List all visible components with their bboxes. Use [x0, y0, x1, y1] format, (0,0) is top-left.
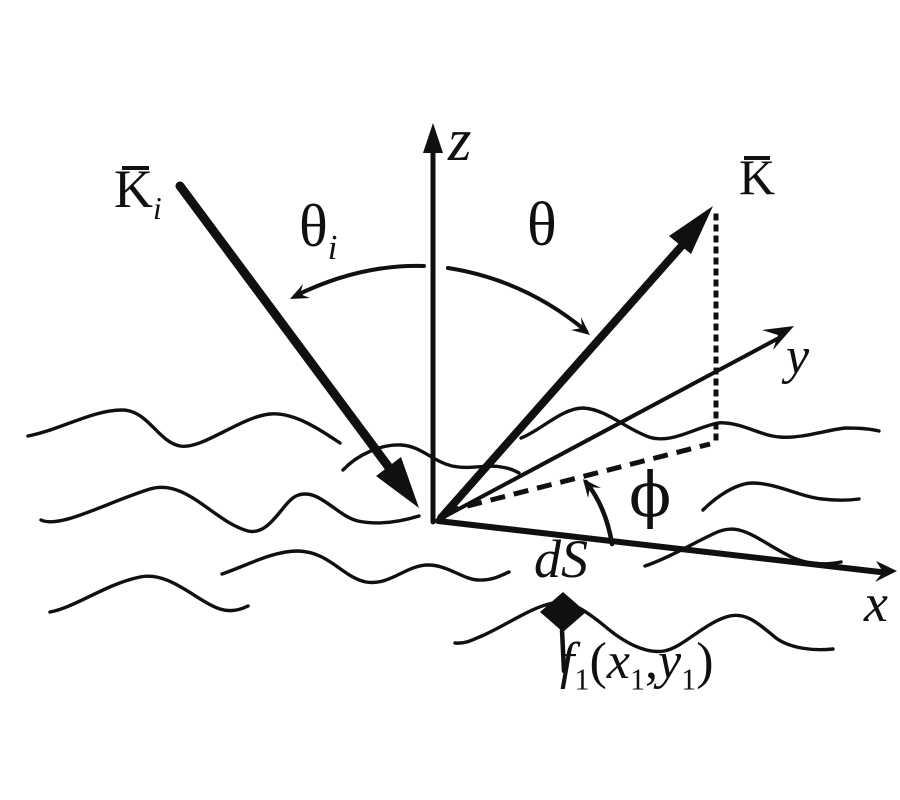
z-axis-arrowhead [423, 123, 443, 153]
surface-function-y: y [658, 633, 682, 690]
incidence-angle-subscript: i [327, 228, 338, 267]
surface-element-label: dS [534, 529, 588, 589]
vector-overbar [122, 166, 149, 170]
y-axis-arrowhead [762, 326, 794, 350]
incident-vector-symbol: K [114, 159, 153, 219]
xy-projection-dashed-line [443, 441, 711, 515]
incidence-angle-arc-arrowhead [290, 284, 310, 299]
incidence-angle-symbol: θ [299, 193, 328, 259]
azimuth-angle-label: ϕ [629, 458, 672, 531]
z-axis-label: z [448, 107, 472, 173]
scattering-angle-arc-arrowhead [571, 317, 590, 335]
incidence-angle-label: θi [299, 193, 337, 265]
scattered-vector-line [437, 237, 690, 522]
incident-vector-arrowhead [376, 457, 419, 508]
incident-vector-subscript: i [153, 190, 162, 226]
scattered-vector-symbol: K [739, 149, 776, 205]
incident-vector-label: Ki [114, 159, 162, 224]
x-axis-arrowhead [875, 561, 897, 582]
surface-wave-line [701, 481, 861, 512]
surface-wave-line [48, 574, 250, 614]
surface-function-x: x [606, 633, 630, 690]
surface-element-pointer-line [559, 627, 567, 674]
incidence-angle-arc [293, 263, 426, 298]
azimuth-angle-arc-arrowhead [583, 479, 601, 498]
surface-function-y-subscript: 1 [681, 662, 697, 697]
surface-wave-line [453, 600, 835, 654]
scattering-angle-arc [446, 266, 588, 333]
surface-wave-line [39, 485, 421, 534]
y-axis-label: y [786, 328, 810, 385]
close-paren: ) [696, 633, 714, 690]
surface-wave-line [26, 408, 342, 448]
surface-element-diamond [540, 592, 586, 632]
surface-function-f-subscript: 1 [574, 662, 590, 697]
vector-overbar [744, 156, 770, 160]
scattered-vector-label: K [739, 152, 775, 202]
comma: , [645, 633, 659, 690]
surface-wave-line [519, 406, 881, 441]
azimuth-angle-arc [583, 479, 615, 547]
scattering-angle-label: θ [527, 191, 557, 259]
y-axis-line [438, 337, 779, 521]
x-axis-line [435, 518, 883, 575]
surface-wave-line [220, 549, 511, 585]
surface-function-f: f [560, 633, 575, 690]
open-paren: ( [589, 633, 607, 690]
scattered-vector-arrowhead [669, 206, 713, 254]
surface-height-function-label: f1(x1,y1) [560, 633, 714, 695]
incident-vector-line [175, 181, 404, 486]
x-axis-label: x [864, 573, 888, 633]
surface-function-x-subscript: 1 [629, 662, 646, 697]
